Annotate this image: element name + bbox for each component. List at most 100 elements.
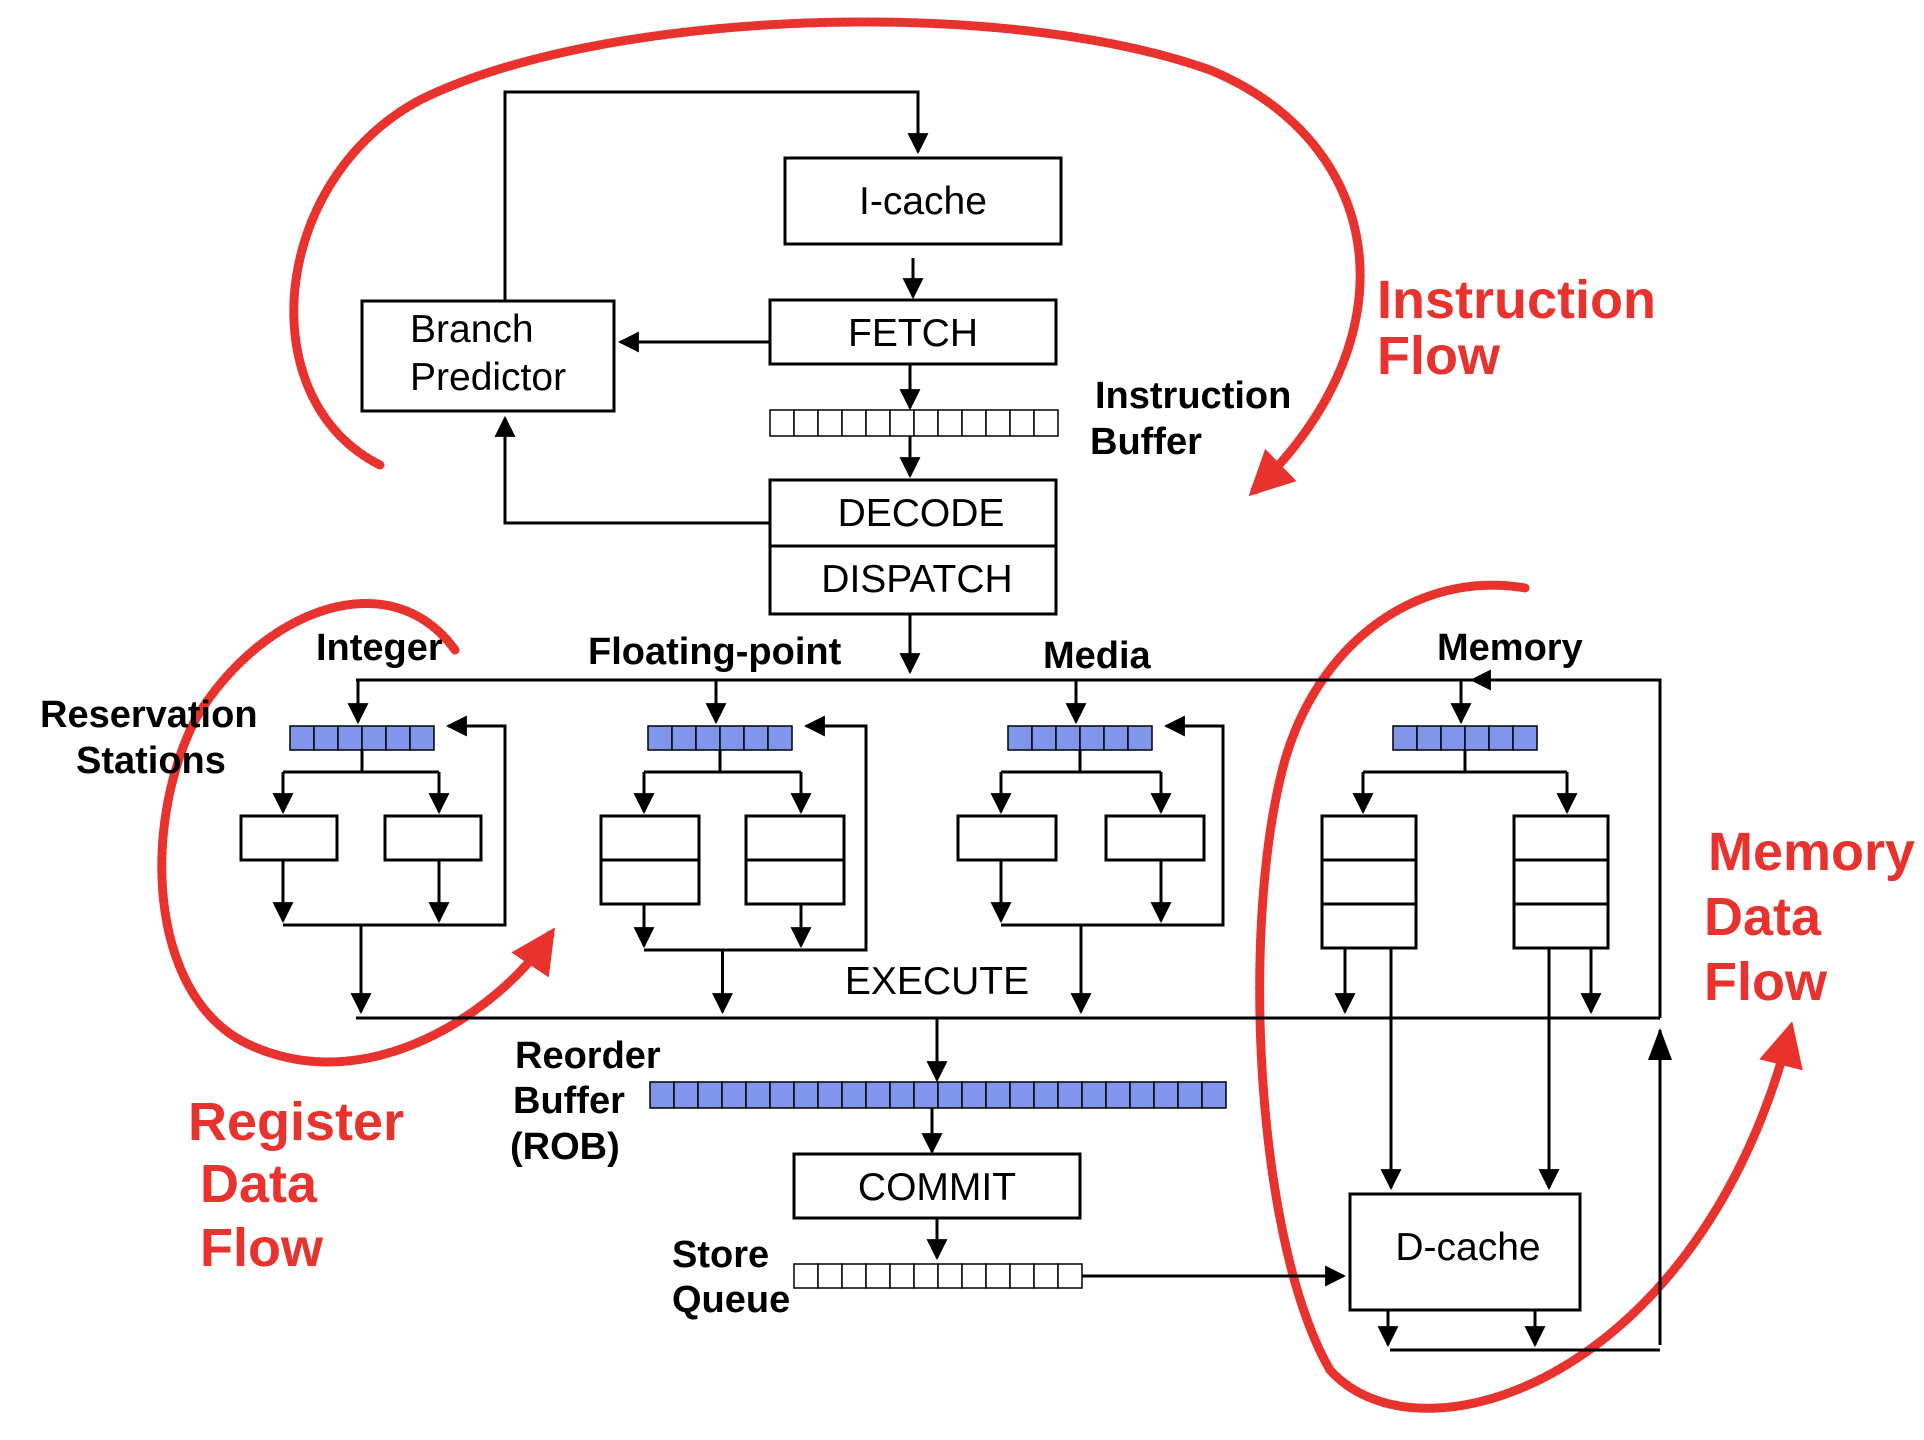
integer-cluster: [239, 680, 507, 1015]
memory-reservation-station: [1392, 725, 1538, 751]
media-label: Media: [1043, 635, 1152, 677]
pipeline-stage: [1320, 814, 1418, 862]
pipeline-stage: [239, 814, 339, 862]
rob-slot: [841, 1081, 867, 1109]
rob-label-2: Buffer: [513, 1080, 625, 1122]
reservation-slot: [743, 725, 769, 751]
branch-predictor-box: [360, 299, 616, 413]
rob-slot: [1105, 1081, 1131, 1109]
store-queue-slot: [913, 1263, 939, 1289]
rob-slot: [1153, 1081, 1179, 1109]
memory-data-flow-arc: [1255, 580, 1803, 1413]
rob-slot: [697, 1081, 723, 1109]
pipeline-stage: [744, 858, 846, 906]
rob-slot: [985, 1081, 1011, 1109]
reservation-slot: [671, 725, 697, 751]
instruction-buffer-slot: [1009, 409, 1035, 437]
rob-slot: [1057, 1081, 1083, 1109]
reservation-slot: [313, 725, 339, 751]
floating-point-functional-unit: [599, 814, 701, 906]
store-queue-slot: [1009, 1263, 1035, 1289]
integer-functional-unit: [239, 814, 339, 862]
store-queue-slot: [817, 1263, 843, 1289]
reservation-slot: [337, 725, 363, 751]
reservation-slot: [385, 725, 411, 751]
rob-slot: [649, 1081, 675, 1109]
integer-reservation-station: [289, 725, 435, 751]
svg-text:Data: Data: [200, 1154, 318, 1214]
rob-slot: [1033, 1081, 1059, 1109]
instruction-buffer-slot: [985, 409, 1011, 437]
pipeline-stage: [744, 814, 846, 862]
reservation-slot: [1031, 725, 1057, 751]
reservation-slot: [1512, 725, 1538, 751]
media-cluster: [956, 680, 1225, 1015]
instruction-buffer: [769, 409, 1059, 437]
execute-label: EXECUTE: [845, 960, 1029, 1003]
reservation-slot: [361, 725, 387, 751]
pipeline-stage: [1320, 858, 1418, 906]
store-queue-slot: [1057, 1263, 1083, 1289]
rob-slot: [1201, 1081, 1227, 1109]
reservation-slot: [1007, 725, 1033, 751]
fetch-block: FETCH: [768, 298, 1058, 366]
execution-clusters: [239, 680, 1610, 1191]
rob-slot: [793, 1081, 819, 1109]
rob-slot: [889, 1081, 915, 1109]
instruction-buffer-slot: [937, 409, 963, 437]
store-queue-slot: [865, 1263, 891, 1289]
memory-cluster: [1320, 680, 1610, 1191]
pipeline-stage: [599, 858, 701, 906]
reservation-stations-label-2: Stations: [76, 740, 226, 782]
instruction-buffer-label-1: Instruction: [1095, 375, 1291, 417]
store-queue-label-2: Queue: [672, 1279, 790, 1321]
pipeline-stage: [1512, 902, 1610, 950]
reservation-stations-label-1: Reservation: [40, 694, 258, 736]
rob-slot: [769, 1081, 795, 1109]
icache-box: [783, 156, 1063, 246]
memory-label: Memory: [1437, 627, 1583, 669]
reservation-slot: [719, 725, 745, 751]
instruction-flow-label: Instruction Flow: [1377, 270, 1656, 386]
store-queue-slot: [985, 1263, 1011, 1289]
rob-slot: [937, 1081, 963, 1109]
svg-text:Data: Data: [1704, 887, 1822, 947]
rob-slot: [673, 1081, 699, 1109]
store-queue-slot: [937, 1263, 963, 1289]
rob-slot: [745, 1081, 771, 1109]
svg-text:Instruction: Instruction: [1377, 270, 1656, 330]
instruction-buffer-slot: [1033, 409, 1059, 437]
instruction-buffer-slot: [889, 409, 915, 437]
pipeline-stage: [1512, 814, 1610, 862]
rob-slot: [1177, 1081, 1203, 1109]
floating-point-cluster: [599, 680, 868, 1015]
instruction-buffer-slot: [817, 409, 843, 437]
instruction-flow-arc: [289, 17, 1365, 497]
instruction-buffer-slot: [961, 409, 987, 437]
svg-text:Flow: Flow: [1704, 952, 1828, 1012]
pipeline-stage: [956, 814, 1058, 862]
fetch-box: [768, 298, 1058, 366]
dcache-box: [1348, 1192, 1582, 1312]
reorder-buffer: [649, 1081, 1227, 1109]
svg-text:Flow: Flow: [1377, 326, 1501, 386]
reservation-slot: [695, 725, 721, 751]
media-functional-unit: [1104, 814, 1206, 862]
rob-slot: [1081, 1081, 1107, 1109]
pipeline-stage: [383, 814, 483, 862]
instruction-buffer-label-2: Buffer: [1090, 421, 1202, 463]
rob-slot: [1129, 1081, 1155, 1109]
floating-point-functional-unit: [744, 814, 846, 906]
svg-text:Flow: Flow: [200, 1218, 324, 1278]
commit-label: COMMIT: [858, 1166, 1016, 1209]
fetch-label: FETCH: [848, 312, 978, 355]
reservation-slot: [289, 725, 315, 751]
decode-label: DECODE: [838, 492, 1005, 535]
pipeline-stage: [1512, 858, 1610, 906]
rob-slot: [961, 1081, 987, 1109]
rob-slot: [865, 1081, 891, 1109]
memory-functional-unit: [1320, 814, 1418, 950]
store-queue-slot: [889, 1263, 915, 1289]
dispatch-box: [768, 544, 1058, 616]
rob-slot: [913, 1081, 939, 1109]
